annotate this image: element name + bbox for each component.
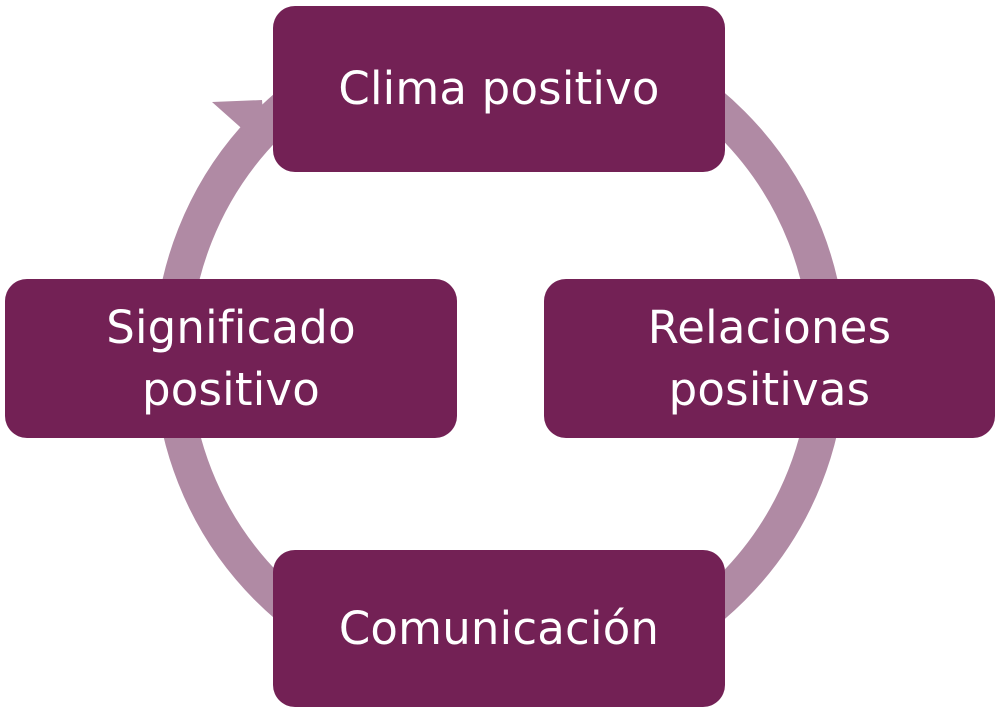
node-clima-positivo-label: Clima positivo xyxy=(338,62,660,115)
node-significado-positivo-line-1: Significado xyxy=(106,300,356,354)
node-relaciones-positivas-line-2: positivas xyxy=(668,362,871,416)
node-comunicacion: Comunicación xyxy=(273,550,725,707)
cycle-arrowhead xyxy=(212,100,266,150)
node-clima-positivo: Clima positivo xyxy=(273,6,725,172)
node-relaciones-positivas: Relaciones positivas xyxy=(544,279,995,438)
node-significado-positivo-line-2: positivo xyxy=(142,362,320,416)
node-comunicacion-label: Comunicación xyxy=(338,601,660,655)
node-relaciones-positivas-line-1: Relaciones xyxy=(647,300,892,354)
node-significado-positivo: Significado positivo xyxy=(5,279,457,438)
